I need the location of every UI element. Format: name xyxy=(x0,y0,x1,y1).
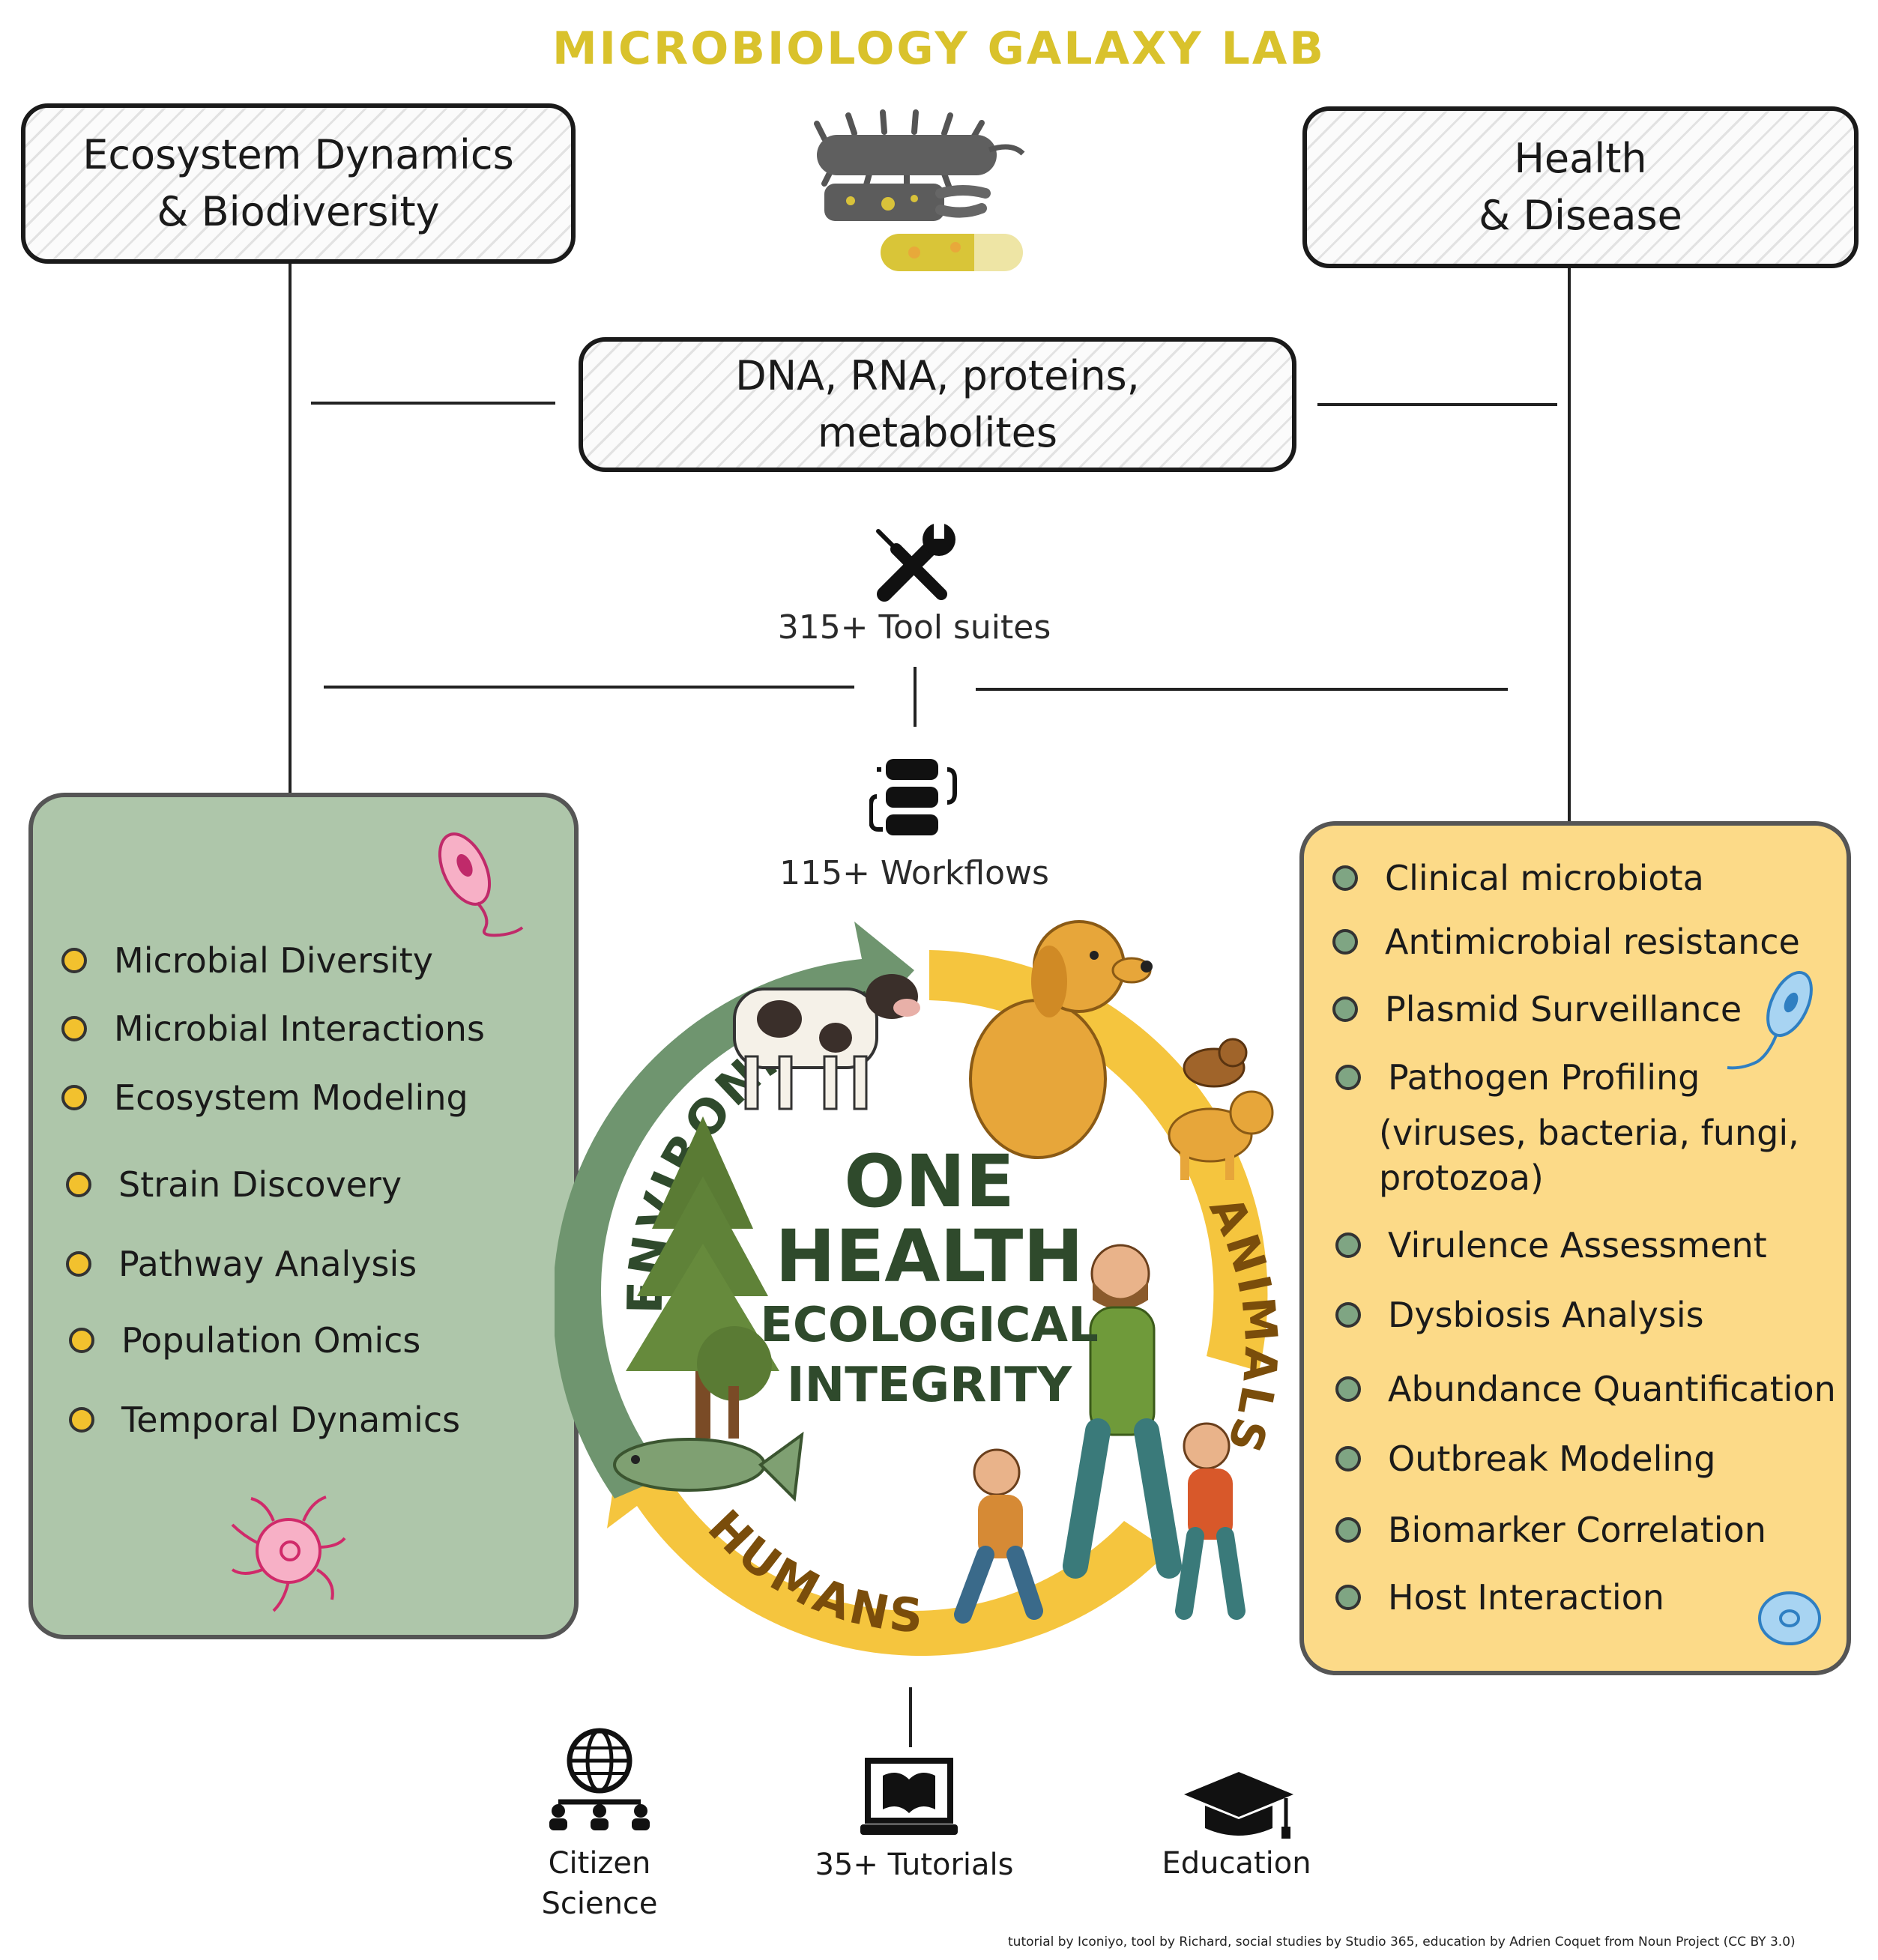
ecosystem-box-line2: & Biodiversity xyxy=(157,188,440,235)
cell-icon xyxy=(231,1495,346,1612)
bullet-dot xyxy=(1335,1585,1361,1610)
health-panel xyxy=(1299,821,1851,1675)
right-item-9: Host Interaction xyxy=(1335,1577,1664,1618)
family-icon xyxy=(954,1244,1246,1624)
ecosystem-box: Ecosystem Dynamics & Biodiversity xyxy=(21,103,576,264)
bullet-dot xyxy=(61,1085,87,1110)
molecules-box: DNA, RNA, proteins, metabolites xyxy=(579,337,1296,472)
cell-icon xyxy=(1758,1591,1821,1645)
pathogen-sub-line2: protozoa) xyxy=(1379,1158,1544,1198)
workflows-label: 115+ Workflows xyxy=(779,854,1049,892)
center-text-ecological: ECOLOGICAL xyxy=(760,1298,1099,1353)
center-text-integrity: INTEGRITY xyxy=(787,1358,1072,1413)
health-box-line1: Health xyxy=(1514,135,1647,182)
bullet-dot xyxy=(69,1407,94,1433)
tutorials-label: 35+ Tutorials xyxy=(815,1848,1014,1882)
left-connector xyxy=(289,264,292,794)
citizen-science-icon xyxy=(549,1728,650,1830)
right-item-0: Clinical microbiota xyxy=(1332,858,1704,898)
tutorials-connector xyxy=(909,1687,912,1747)
right-connector xyxy=(1568,268,1571,823)
molecules-box-line2: metabolites xyxy=(818,409,1057,456)
center-text-one: ONE xyxy=(844,1140,1015,1224)
left-item-3: Strain Discovery xyxy=(66,1164,402,1205)
workflow-icon xyxy=(869,759,957,835)
health-box: Health & Disease xyxy=(1302,106,1859,268)
bullet-dot xyxy=(1335,1446,1361,1471)
right-item-4: Virulence Assessment xyxy=(1335,1225,1767,1265)
tools-icon xyxy=(876,521,955,602)
bullet-dot xyxy=(1335,1517,1361,1543)
fish-icon xyxy=(613,1431,804,1502)
microbe-icon xyxy=(814,109,1027,271)
bird-icon xyxy=(1183,1038,1248,1088)
left-item-0: Microbial Diversity xyxy=(61,940,433,981)
tools-connector xyxy=(914,667,917,727)
pathogen-sub-line1: (viruses, bacteria, fungi, xyxy=(1379,1113,1799,1153)
left-branch-top xyxy=(311,402,555,405)
left-branch-mid xyxy=(324,686,854,689)
left-item-5: Population Omics xyxy=(69,1320,420,1361)
right-item-5: Dysbiosis Analysis xyxy=(1335,1295,1704,1335)
bacterium-icon xyxy=(1727,970,1813,1070)
bullet-dot xyxy=(61,948,87,973)
tree-icon xyxy=(626,1116,779,1439)
bullet-dot xyxy=(1335,1302,1361,1328)
education-label: Education xyxy=(1162,1846,1311,1881)
bacterium-icon xyxy=(438,832,524,937)
right-branch-mid xyxy=(976,688,1508,691)
right-item-3: Pathogen Profiling xyxy=(1335,1057,1700,1098)
education-icon xyxy=(1184,1772,1293,1839)
dog-icon xyxy=(969,920,1153,1159)
bullet-dot xyxy=(1335,1232,1361,1258)
right-item-2: Plasmid Surveillance xyxy=(1332,989,1742,1029)
citizen-science-label: Citizen Science xyxy=(541,1846,658,1921)
page-title: MICROBIOLOGY GALAXY LAB xyxy=(552,22,1326,75)
right-item-6: Abundance Quantification xyxy=(1335,1369,1836,1409)
bullet-dot xyxy=(1335,1376,1361,1402)
tutorial-icon xyxy=(860,1758,958,1835)
cow-icon xyxy=(733,974,920,1110)
health-box-line2: & Disease xyxy=(1479,192,1682,239)
right-item-8: Biomarker Correlation xyxy=(1335,1510,1766,1550)
right-item-7: Outbreak Modeling xyxy=(1335,1439,1716,1479)
tools-label: 315+ Tool suites xyxy=(777,608,1051,647)
right-item-1: Antimicrobial resistance xyxy=(1332,922,1800,962)
one-health-cycle: ENVIRONMENT ANIMALS HUMANS xyxy=(555,907,1284,1657)
bullet-dot xyxy=(1335,1065,1361,1090)
bullet-dot xyxy=(1332,996,1358,1022)
bullet-dot xyxy=(61,1016,87,1041)
left-item-6: Temporal Dynamics xyxy=(69,1400,460,1440)
bullet-dot xyxy=(66,1251,91,1277)
bullet-dot xyxy=(1332,865,1358,891)
molecules-box-line1: DNA, RNA, proteins, xyxy=(735,352,1140,399)
bullet-dot xyxy=(1332,929,1358,955)
puppy-icon xyxy=(1168,1090,1274,1180)
left-item-4: Pathway Analysis xyxy=(66,1244,417,1284)
right-branch-top xyxy=(1317,403,1557,406)
credit-text: tutorial by Iconiyo, tool by Richard, so… xyxy=(1008,1935,1796,1950)
ecosystem-box-line1: Ecosystem Dynamics xyxy=(82,131,514,178)
left-item-2: Ecosystem Modeling xyxy=(61,1077,468,1118)
bullet-dot xyxy=(66,1172,91,1197)
bullet-dot xyxy=(69,1328,94,1353)
center-text-health: HEALTH xyxy=(775,1215,1083,1298)
left-item-1: Microbial Interactions xyxy=(61,1008,485,1049)
